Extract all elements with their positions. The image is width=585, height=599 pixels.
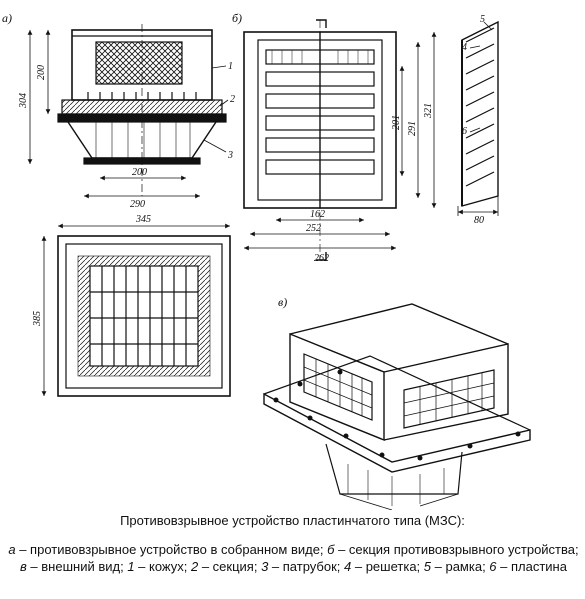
legend-key: 6 bbox=[489, 559, 497, 574]
legend-key: 2 bbox=[190, 559, 199, 574]
legend-text: – противовзрывное устройство в собранном… bbox=[15, 542, 328, 557]
callout-2: 2 bbox=[230, 94, 235, 105]
dim-b-321: 321 bbox=[423, 103, 434, 119]
box-right bbox=[383, 343, 509, 441]
dim-b-291: 291 bbox=[407, 121, 418, 136]
section-plates bbox=[87, 92, 197, 100]
view-c-external: в) bbox=[263, 295, 531, 510]
legend-key: 1 bbox=[127, 559, 135, 574]
dim-a-200v: 200 bbox=[36, 65, 47, 80]
flange-bolts bbox=[273, 369, 521, 461]
view-label-b: б) bbox=[232, 11, 242, 25]
legend-key: 4 bbox=[344, 559, 352, 574]
dim-a-200h: 200 bbox=[132, 167, 147, 178]
dim-a-290: 290 bbox=[130, 199, 145, 210]
view-plan bbox=[41, 223, 231, 397]
mesh-window bbox=[95, 41, 183, 85]
view-label-a: а) bbox=[2, 11, 12, 25]
legend-text: – пластина bbox=[496, 559, 567, 574]
plan-grid bbox=[89, 265, 199, 367]
dim-b-201: 201 bbox=[391, 115, 402, 130]
dim-side-80: 80 bbox=[474, 215, 484, 226]
legend-key: а bbox=[8, 542, 16, 557]
technical-drawing: а) 200 304 200 290 1 2 3 bbox=[2, 11, 531, 510]
view-a-assembled: а) bbox=[2, 11, 229, 199]
legend-text: – кожух; bbox=[134, 559, 191, 574]
box-top bbox=[289, 303, 509, 345]
callout-4: 4 bbox=[462, 42, 467, 53]
legend-key: 3 bbox=[261, 559, 269, 574]
legend-text: – рамка; bbox=[431, 559, 490, 574]
view-b-section: б) bbox=[232, 11, 437, 261]
legend-text: – решетка; bbox=[351, 559, 424, 574]
caption-legend: а – противовзрывное устройство в собранн… bbox=[6, 541, 581, 575]
caption-title: Противовзрывное устройство пластинчатого… bbox=[120, 513, 465, 528]
legend-text: – внешний вид; bbox=[26, 559, 128, 574]
dim-plan-385: 385 bbox=[32, 311, 43, 327]
view-label-c: в) bbox=[278, 295, 287, 309]
callout-6: 6 bbox=[462, 126, 467, 137]
legend-key: 5 bbox=[423, 559, 432, 574]
legend-key: б bbox=[327, 542, 335, 557]
dim-b-262: 262 bbox=[314, 253, 329, 264]
dim-a-304: 304 bbox=[18, 93, 29, 109]
callout-1: 1 bbox=[228, 61, 233, 72]
callout-3: 3 bbox=[227, 150, 233, 161]
legend-text: – патрубок; bbox=[268, 559, 345, 574]
legend-key: в bbox=[20, 559, 27, 574]
dim-b-162: 162 bbox=[310, 209, 325, 220]
callout-5: 5 bbox=[480, 14, 485, 25]
legend-text: – секция противовзрывного устройства; bbox=[334, 542, 579, 557]
legend-text: – секция; bbox=[198, 559, 262, 574]
dim-plan-345: 345 bbox=[135, 214, 151, 225]
dim-b-252: 252 bbox=[306, 223, 321, 234]
view-side-grating bbox=[457, 20, 499, 216]
